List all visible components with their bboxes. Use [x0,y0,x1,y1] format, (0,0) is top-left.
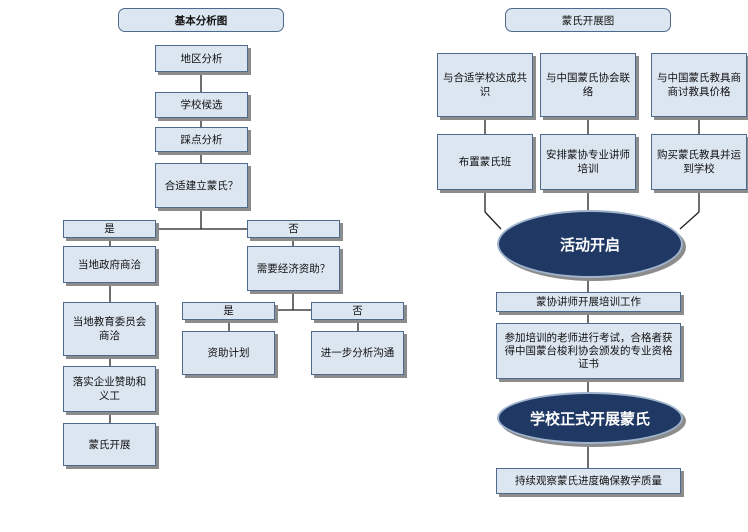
monitor-progress: 持续观察蒙氏进度确保教学质量 [496,468,681,494]
arrange-montessori-class: 布置蒙氏班 [437,134,533,190]
yes-step-montessori-launch: 蒙氏开展 [63,423,156,466]
decision-funding-needed: 需要经济资助？ [247,246,340,291]
arrange-lecturer-training: 安排蒙协专业讲师培训 [540,134,636,190]
step-school-candidates: 学校候选 [155,92,248,118]
funding-yes-label: 是 [182,302,275,320]
left-chart-title: 基本分析图 [118,8,284,32]
funding-no-label: 否 [311,302,404,320]
funding-plan: 资助计划 [182,331,275,375]
further-analysis: 进一步分析沟通 [311,331,404,375]
step-site-visit: 踩点分析 [155,127,248,152]
contact-montessori-association: 与中国蒙氏协会联络 [540,53,636,117]
no-label: 否 [247,220,340,238]
step-region-analysis: 地区分析 [155,45,248,72]
activity-start: 活动开启 [497,210,683,278]
yes-label: 是 [63,220,156,238]
school-launch-montessori: 学校正式开展蒙氏 [497,392,683,444]
negotiate-materials-price: 与中国蒙氏教具商商讨教具价格 [651,53,747,117]
teacher-exam-certificate: 参加培训的老师进行考试，合格者获得中国蒙台梭利协会颁发的专业资格证书 [496,323,681,379]
yes-step-education-committee: 当地教育委员会商洽 [63,302,156,356]
buy-and-ship-materials: 购买蒙氏教具并运到学校 [651,134,747,190]
right-chart-title: 蒙氏开展图 [505,8,671,32]
yes-step-sponsorship: 落实企业赞助和义工 [63,366,156,412]
yes-step-government: 当地政府商洽 [63,246,156,283]
lecturer-training-work: 蒙协讲师开展培训工作 [496,292,681,312]
decision-suitable: 合适建立蒙氏？ [155,163,248,208]
consensus-with-school: 与合适学校达成共识 [437,53,533,117]
